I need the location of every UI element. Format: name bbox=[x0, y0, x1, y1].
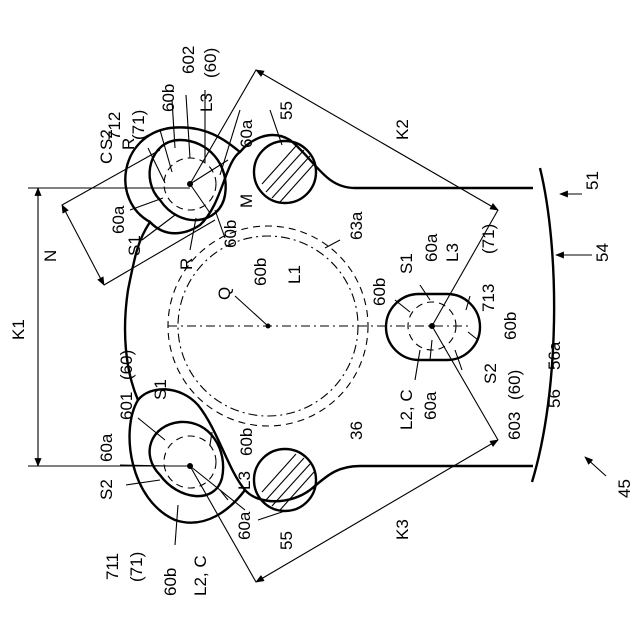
labels: 45 51 54 56a 56 K1 K2 K3 N 55 55 Q L1 M … bbox=[9, 46, 634, 596]
label-top-60-paren: (60) bbox=[201, 48, 220, 78]
label-left-60a-lower: 60a bbox=[235, 511, 254, 540]
label-right-60-paren: (60) bbox=[505, 370, 524, 400]
label-top-60a-left: 60a bbox=[109, 205, 128, 234]
plate-right-edge bbox=[532, 168, 554, 482]
label-top-s2: S2 bbox=[97, 129, 116, 150]
label-top-r1: R bbox=[119, 138, 138, 150]
dim-n bbox=[62, 205, 104, 285]
label-k2: K2 bbox=[393, 119, 412, 140]
label-right-s2: S2 bbox=[481, 363, 500, 384]
pin-55-top bbox=[254, 141, 316, 203]
label-left-601: 601 bbox=[117, 392, 136, 420]
label-left-60b-bottom: 60b bbox=[161, 568, 180, 596]
label-n: N bbox=[41, 250, 60, 262]
label-top-60a-right: 60a bbox=[237, 119, 256, 148]
label-top-s1: S1 bbox=[125, 235, 144, 256]
label-36: 36 bbox=[347, 421, 366, 440]
label-right-60a-lower: 60a bbox=[421, 391, 440, 420]
label-left-s2: S2 bbox=[97, 479, 116, 500]
q-line bbox=[235, 296, 268, 326]
label-left-60a-upper: 60a bbox=[97, 433, 116, 462]
label-55-bottom: 55 bbox=[277, 531, 296, 550]
label-q: Q bbox=[215, 287, 234, 300]
label-m: M bbox=[237, 194, 256, 208]
label-left-71-paren: (71) bbox=[127, 552, 146, 582]
label-l1: L1 bbox=[285, 265, 304, 284]
label-top-c: C bbox=[97, 152, 116, 164]
label-top-602: 602 bbox=[179, 46, 198, 74]
label-k3: K3 bbox=[393, 519, 412, 540]
label-right-603: 603 bbox=[505, 412, 524, 440]
label-56a: 56a bbox=[545, 341, 564, 370]
label-top-60b-lower: 60b bbox=[221, 220, 240, 248]
plate-outline bbox=[125, 135, 533, 501]
label-right-713: 713 bbox=[479, 284, 498, 312]
top-lobe-arc bbox=[125, 127, 240, 222]
label-left-l3: L3 bbox=[235, 471, 254, 490]
label-k1: K1 bbox=[9, 319, 28, 340]
label-51: 51 bbox=[583, 171, 602, 190]
label-top-60b: 60b bbox=[159, 84, 178, 112]
hole-602 bbox=[150, 140, 228, 220]
label-right-s1: S1 bbox=[397, 253, 416, 274]
label-45: 45 bbox=[615, 479, 634, 498]
label-right-71-paren: (71) bbox=[479, 224, 498, 254]
label-top-60b-inner: 60b bbox=[251, 258, 270, 286]
label-63a: 63a bbox=[347, 211, 366, 240]
label-60b-63a: 60b bbox=[370, 278, 389, 306]
label-right-60b: 60b bbox=[501, 312, 520, 340]
label-left-l2c: L2, C bbox=[191, 555, 210, 596]
label-top-l3: L3 bbox=[197, 93, 216, 112]
label-left-s1: S1 bbox=[151, 379, 170, 400]
label-left-60-paren: (60) bbox=[117, 350, 136, 380]
label-left-60b: 60b bbox=[237, 428, 256, 456]
label-top-71-paren: (71) bbox=[129, 110, 148, 140]
label-right-60a-upper: 60a bbox=[422, 233, 441, 262]
label-left-711: 711 bbox=[103, 553, 122, 580]
label-54: 54 bbox=[593, 243, 612, 262]
label-56: 56 bbox=[545, 389, 564, 408]
label-right-l2c: L2, C bbox=[397, 389, 416, 430]
label-right-l3: L3 bbox=[443, 243, 462, 262]
label-top-r2: R bbox=[177, 258, 196, 270]
label-55-top: 55 bbox=[277, 101, 296, 120]
